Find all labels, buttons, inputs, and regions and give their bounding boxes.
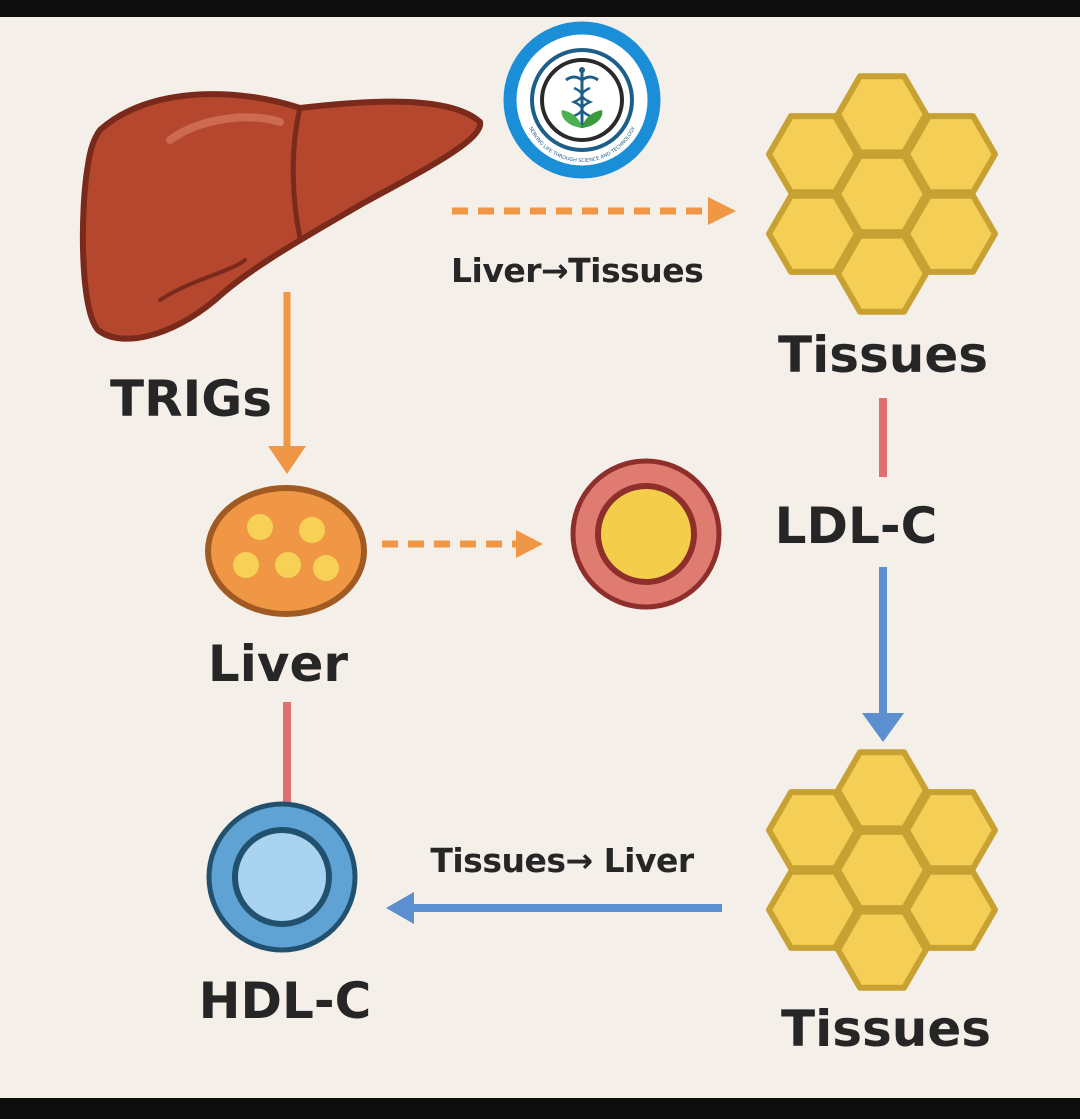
liver-organ-icon	[79, 91, 484, 342]
tissue-cell-hexagon	[835, 749, 929, 832]
trigs-arrowhead	[268, 446, 306, 474]
tissue-cell-hexagon	[835, 908, 929, 991]
trigs-label: TRIGs	[110, 370, 272, 428]
liver-to-tissues-arrowhead	[708, 197, 736, 225]
ldl-c-label: LDL-C	[775, 497, 938, 555]
hdl-c-label: HDL-C	[199, 972, 372, 1030]
tissue-honeycomb-top-icon	[766, 73, 998, 315]
tissue-cell-hexagon	[835, 152, 929, 236]
ldl-down-arrowhead	[862, 713, 904, 742]
tissue-cell-hexagon	[904, 789, 998, 872]
liver-cell-icon	[205, 485, 367, 617]
tissues-to-liver-label: Tissues→ Liver	[430, 841, 694, 880]
tissue-cell-hexagon	[904, 868, 998, 951]
tissue-cell-hexagon	[904, 192, 998, 275]
tissue-cell-hexagon	[835, 232, 929, 315]
liver-to-tissues-label: Liver→Tissues	[451, 251, 703, 290]
hdl-particle-icon	[206, 801, 358, 953]
tissue-cell-hexagon	[835, 73, 929, 156]
tissues-bottom-label: Tissues	[781, 1000, 991, 1058]
liver-label: Liver	[208, 635, 349, 693]
tissue-cell-hexagon	[835, 828, 929, 912]
tissue-cell-hexagon	[766, 192, 860, 275]
tissue-cell-hexagon	[904, 113, 998, 196]
tissue-cell-hexagon	[766, 113, 860, 196]
liver-to-ldl-arrowhead	[516, 530, 543, 558]
tissue-cell-hexagon	[766, 789, 860, 872]
tissue-cell-hexagon	[766, 868, 860, 951]
tissues-to-liver-arrowhead	[386, 892, 414, 924]
caduceus-icon	[565, 67, 599, 128]
tissue-honeycomb-bottom-icon	[766, 749, 998, 991]
leaf-icon	[561, 110, 603, 128]
tissues-top-label: Tissues	[778, 326, 988, 384]
ldl-particle-icon	[570, 458, 722, 610]
